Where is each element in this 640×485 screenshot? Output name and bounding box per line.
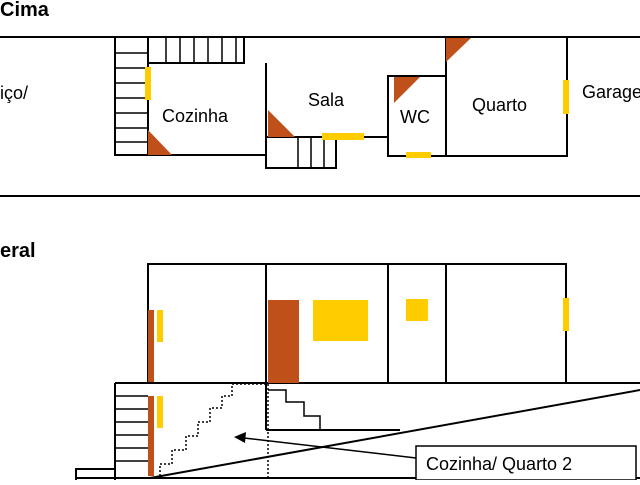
room-label-garagem: Garage xyxy=(582,82,640,102)
room-label-sala: Sala xyxy=(308,90,345,110)
arrow-head-icon xyxy=(234,432,246,443)
section-window-sala xyxy=(313,300,368,341)
dotted-staircase xyxy=(150,383,269,479)
section-window-lower xyxy=(157,396,163,428)
wc-door-icon xyxy=(394,77,420,103)
top-windows xyxy=(145,67,569,158)
left-staircase xyxy=(114,36,149,156)
section-window-kitchen xyxy=(157,310,163,342)
left-stair-treads xyxy=(115,52,148,143)
ramp-line xyxy=(149,389,640,479)
callout-arrow xyxy=(234,432,417,459)
sala-window xyxy=(322,133,364,140)
room-label-cozinha: Cozinha xyxy=(162,106,229,126)
quarto-window xyxy=(563,80,569,114)
room-label-wc: WC xyxy=(400,107,430,127)
quarto-door-icon xyxy=(446,38,471,62)
top-plan-title: Cima xyxy=(0,0,50,21)
top-plan xyxy=(0,36,640,197)
sala-stair-treads xyxy=(297,137,325,168)
wc-window xyxy=(406,152,431,158)
callout-box xyxy=(415,445,637,481)
section-door-kitchen xyxy=(148,310,154,382)
sala-door-icon xyxy=(268,110,295,137)
kitchen-window xyxy=(145,67,151,100)
callout-label: Cozinha/ Quarto 2 xyxy=(426,454,572,474)
room-label-servico: iço/ xyxy=(0,83,28,103)
section-door-sala xyxy=(268,300,299,383)
section-window-quarto xyxy=(563,298,569,331)
section-openings xyxy=(148,298,569,476)
section-door-lower xyxy=(148,396,154,476)
lower-left-stair-treads xyxy=(115,395,148,462)
section-title: eral xyxy=(0,240,36,262)
kitchen-door-icon xyxy=(148,130,172,155)
room-label-quarto: Quarto xyxy=(472,95,527,115)
top-doors xyxy=(148,38,471,155)
sala-staircase xyxy=(265,136,337,169)
section-window-wc xyxy=(406,299,428,321)
kitchen-staircase xyxy=(147,36,245,64)
middle-stair-profile xyxy=(268,389,336,431)
kitchen-stair-treads xyxy=(165,37,237,63)
ground-step xyxy=(75,468,115,480)
